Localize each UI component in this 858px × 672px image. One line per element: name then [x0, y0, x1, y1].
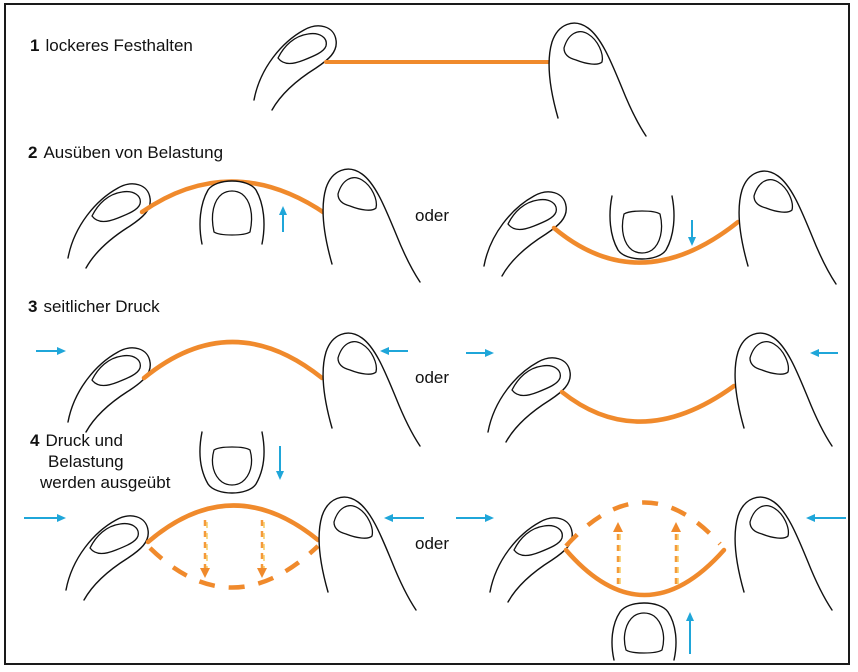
right-pointing-arrow-icon	[24, 514, 66, 522]
row-3-right-illustration	[466, 333, 838, 446]
row-2-left-illustration	[68, 169, 420, 282]
left-pointing-arrow-icon	[806, 514, 846, 522]
up-arrow-icon	[686, 612, 694, 654]
row-2-right-illustration	[484, 171, 836, 284]
band-arched-down	[566, 550, 724, 595]
dashed-up-arrow-icon	[671, 522, 681, 584]
up-arrow-icon	[279, 206, 287, 232]
dashed-up-arrow-icon	[613, 522, 623, 584]
left-finger-icon	[68, 184, 150, 268]
left-finger-icon	[488, 358, 570, 442]
left-finger-icon	[254, 26, 336, 110]
down-arrow-icon	[276, 446, 284, 480]
right-pointing-arrow-icon	[466, 349, 494, 357]
top-finger-icon	[200, 432, 264, 493]
row-3-left-illustration	[36, 333, 420, 446]
row-1-illustration	[254, 23, 646, 136]
dashed-down-arrow-icon	[257, 520, 267, 578]
band-arched-up	[148, 505, 318, 542]
row-4-left-illustration	[24, 432, 424, 610]
left-pointing-arrow-icon	[810, 349, 838, 357]
left-pointing-arrow-icon	[384, 514, 424, 522]
band-arched-down	[562, 386, 734, 422]
band-arched-up	[144, 342, 322, 378]
bottom-finger-icon	[612, 603, 676, 660]
right-finger-icon	[549, 23, 646, 136]
down-arrow-icon	[688, 220, 696, 246]
right-pointing-arrow-icon	[456, 514, 494, 522]
left-finger-icon	[484, 192, 566, 276]
row-4-right-illustration	[456, 497, 846, 660]
right-pointing-arrow-icon	[36, 347, 66, 355]
right-finger-icon	[735, 497, 832, 610]
right-finger-icon	[323, 169, 420, 282]
right-finger-icon	[739, 171, 836, 284]
left-finger-icon	[490, 518, 572, 602]
band-dashed-upper	[566, 502, 720, 546]
dashed-down-arrow-icon	[200, 520, 210, 578]
band-dashed-lower	[150, 546, 318, 588]
left-pointing-arrow-icon	[380, 347, 408, 355]
right-finger-icon	[319, 497, 416, 610]
left-finger-icon	[68, 348, 150, 432]
left-finger-icon	[66, 516, 148, 600]
